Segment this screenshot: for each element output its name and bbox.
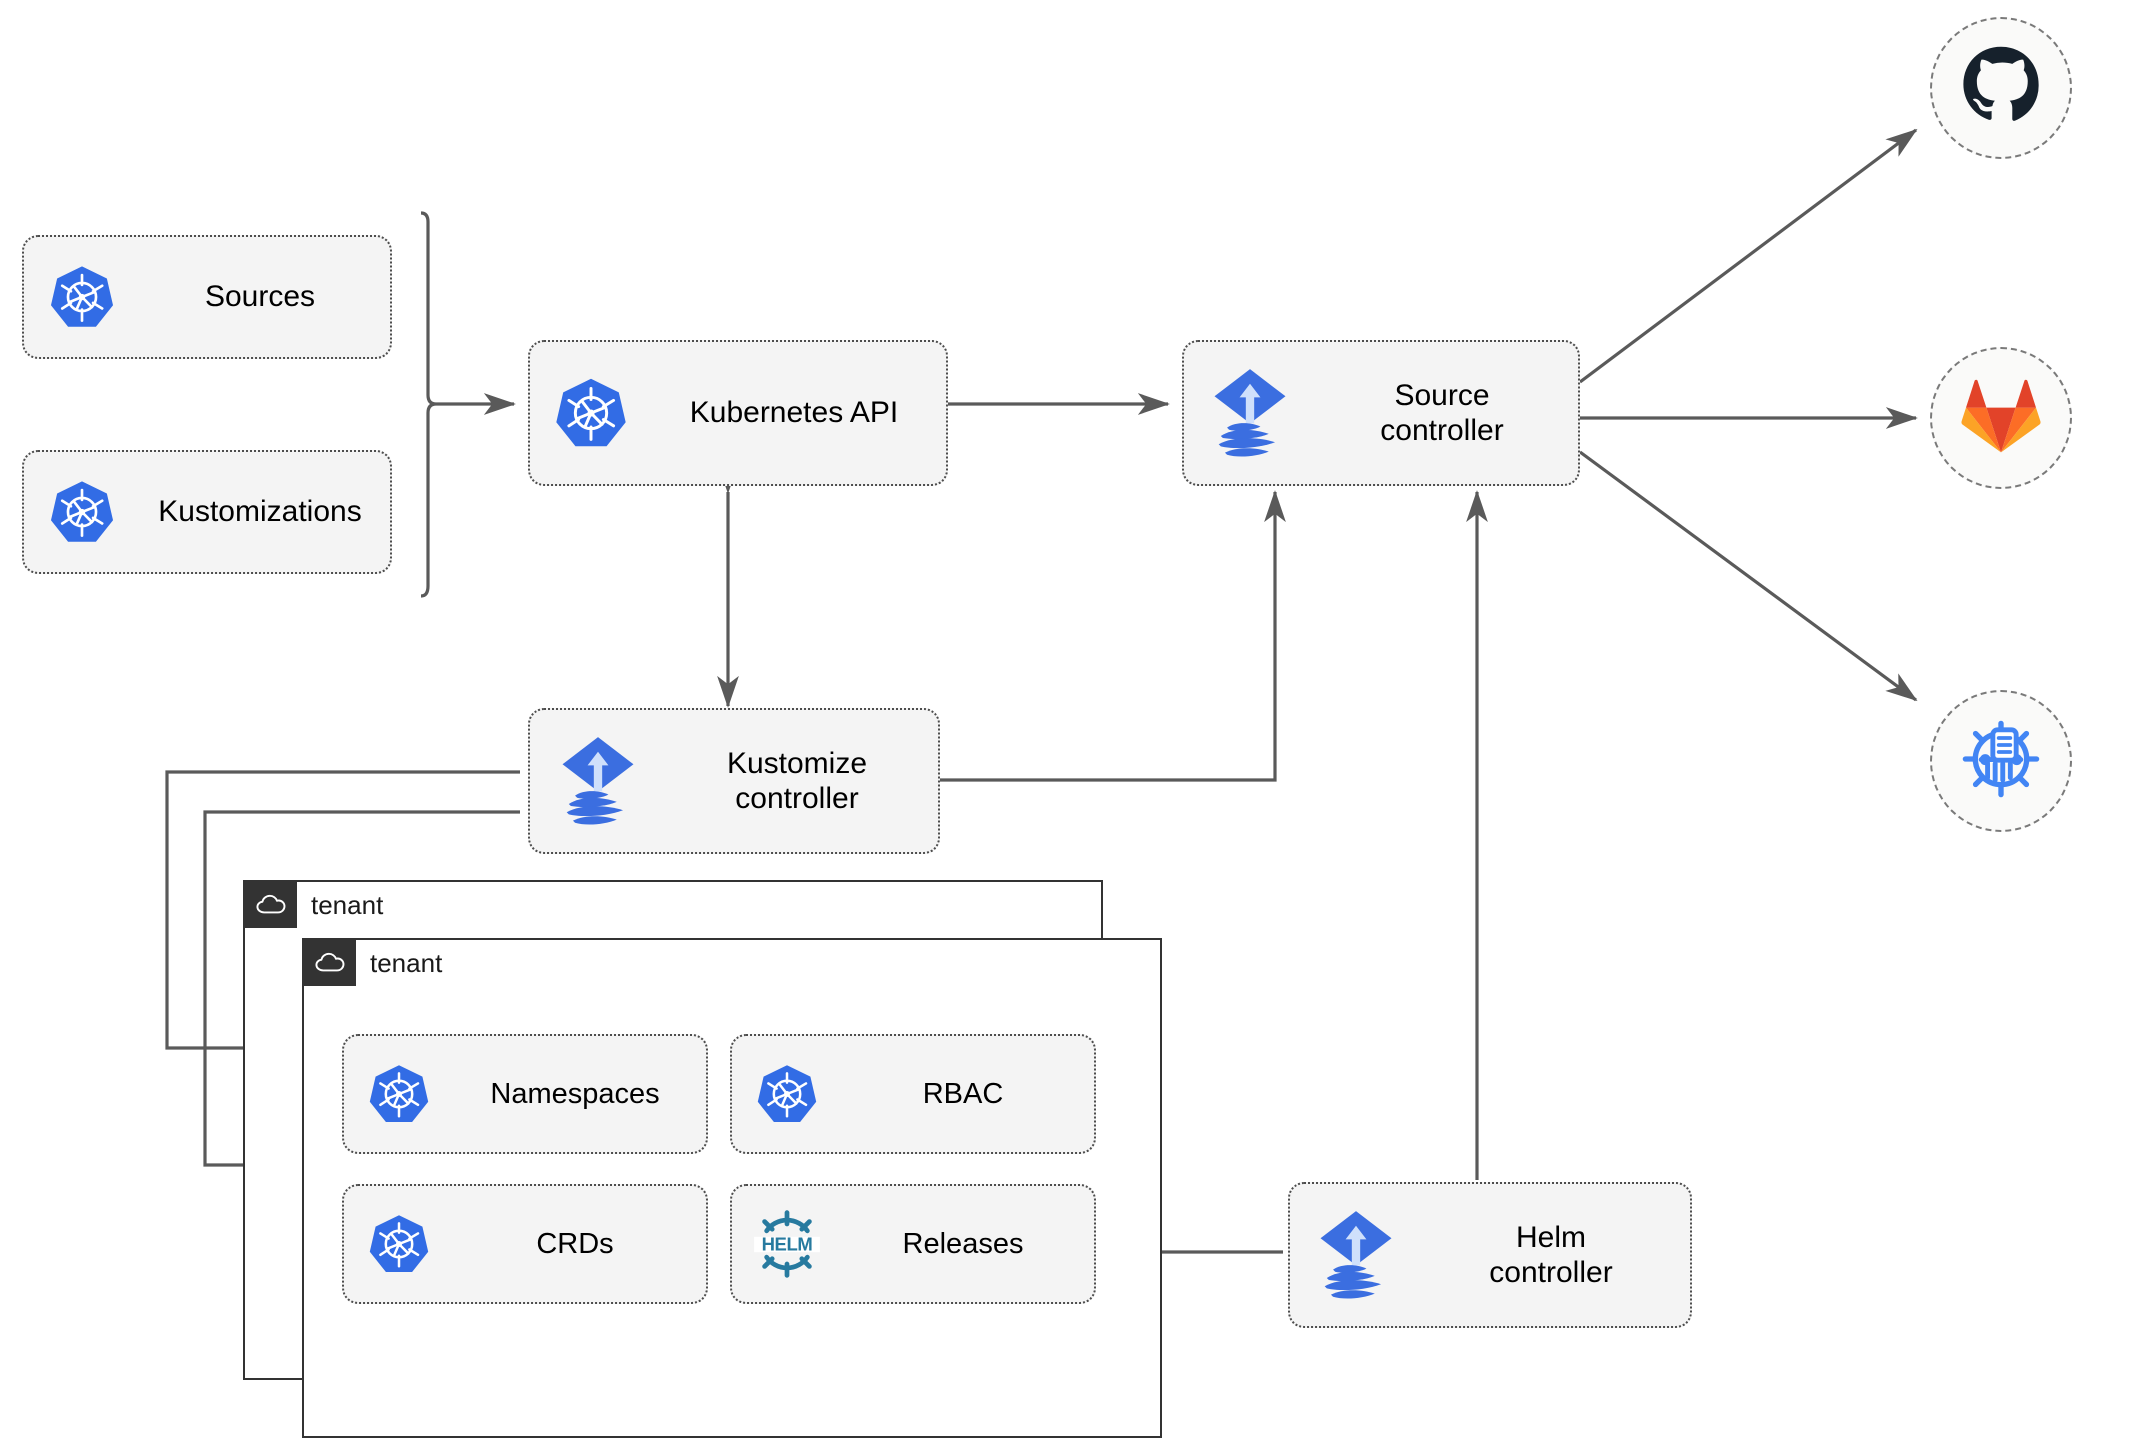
tenant-title-bar: tenant bbox=[304, 940, 442, 986]
tenant-resource-label: Releases bbox=[902, 1227, 1024, 1260]
provider-github[interactable] bbox=[1930, 17, 2072, 159]
tenant-title-bar: tenant bbox=[245, 882, 383, 928]
resource-node-sources[interactable]: Sources bbox=[22, 235, 392, 359]
resource-node-kustomizations[interactable]: Kustomizations bbox=[22, 450, 392, 574]
flux-icon bbox=[1184, 365, 1316, 461]
node-label: Kustomize controller bbox=[726, 746, 868, 815]
cloud-icon bbox=[304, 940, 356, 986]
node-kustomize-controller[interactable]: Kustomize controller bbox=[528, 708, 940, 854]
helm-repository-icon bbox=[1959, 717, 2043, 806]
brace-sources-kustomizations bbox=[420, 211, 437, 598]
node-kubernetes-api[interactable]: Kubernetes API bbox=[528, 340, 948, 486]
wire-kustomize-to-source bbox=[940, 490, 1286, 782]
resource-label: Kustomizations bbox=[158, 495, 362, 529]
helm-icon: HELM bbox=[732, 1207, 842, 1281]
kubernetes-icon bbox=[344, 1062, 454, 1126]
tenant-resource-label: RBAC bbox=[922, 1077, 1004, 1110]
github-icon bbox=[1960, 45, 2042, 132]
tenant-resource-rbac[interactable]: RBAC bbox=[730, 1034, 1096, 1154]
flux-icon bbox=[530, 733, 666, 829]
provider-helm-repository[interactable] bbox=[1930, 690, 2072, 832]
gitlab-icon bbox=[1961, 378, 2041, 459]
kubernetes-icon bbox=[732, 1062, 842, 1126]
kubernetes-icon bbox=[530, 375, 652, 451]
tenant-label: tenant bbox=[370, 947, 443, 978]
kubernetes-icon bbox=[24, 263, 140, 331]
resource-label: Sources bbox=[204, 280, 316, 314]
node-label: Source controller bbox=[1380, 378, 1504, 447]
kubernetes-icon bbox=[344, 1212, 454, 1276]
wire-source-github bbox=[1579, 128, 1918, 384]
tenant-resource-namespaces[interactable]: Namespaces bbox=[342, 1034, 708, 1154]
tenant-resource-label: Namespaces bbox=[490, 1077, 660, 1110]
tenant-resource-releases[interactable]: HELM Releases bbox=[730, 1184, 1096, 1304]
cloud-icon bbox=[245, 882, 297, 928]
diagram-canvas: tenant tenant bbox=[22, 17, 2072, 1438]
node-label: Helm controller bbox=[1489, 1220, 1613, 1289]
tenant-resource-label: CRDs bbox=[536, 1227, 614, 1260]
provider-gitlab[interactable] bbox=[1930, 347, 2072, 489]
tenant-resource-crds[interactable]: CRDs bbox=[342, 1184, 708, 1304]
flux-icon bbox=[1290, 1207, 1422, 1303]
svg-text:HELM: HELM bbox=[762, 1234, 813, 1255]
wire-source-helmrepo bbox=[1579, 450, 1918, 702]
node-source-controller[interactable]: Source controller bbox=[1182, 340, 1580, 486]
node-helm-controller[interactable]: Helm controller bbox=[1288, 1182, 1692, 1328]
node-label: Kubernetes API bbox=[689, 396, 899, 430]
tenant-label: tenant bbox=[311, 889, 384, 920]
kubernetes-icon bbox=[24, 478, 140, 546]
